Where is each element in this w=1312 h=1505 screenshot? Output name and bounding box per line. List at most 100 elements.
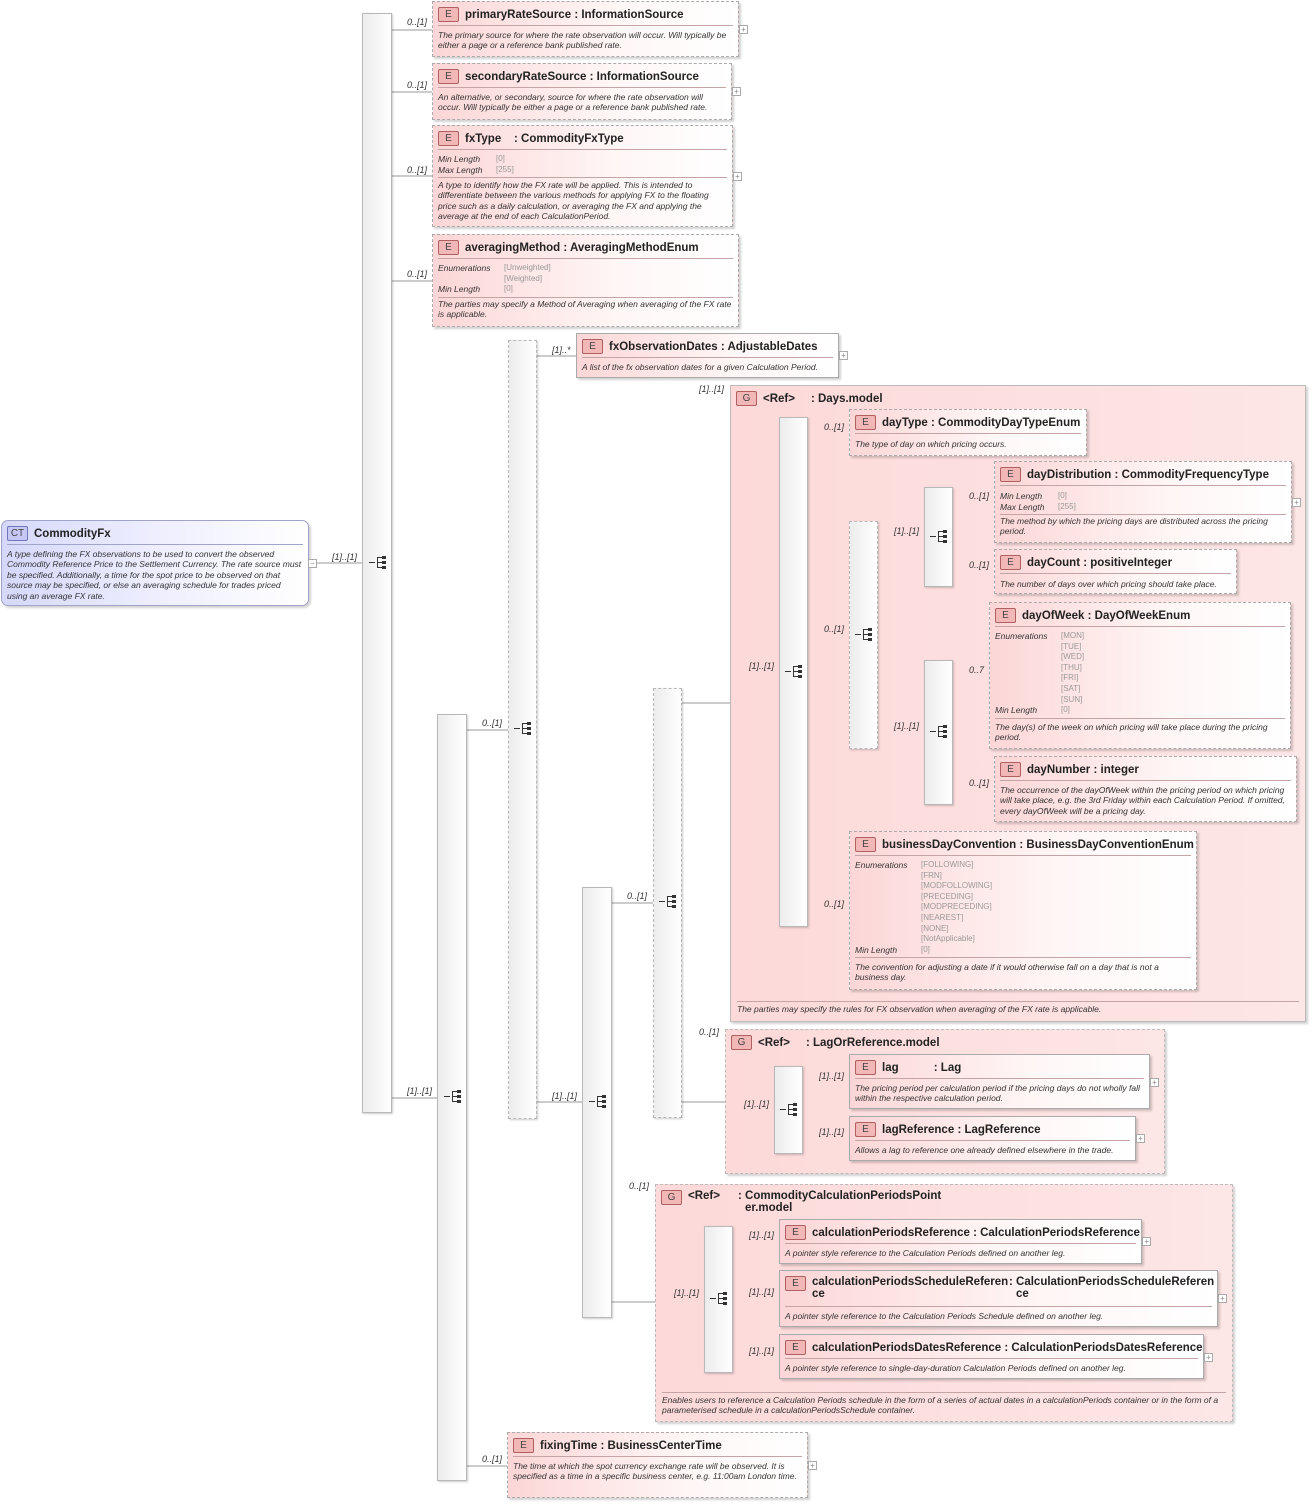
- sequence-icon: [659, 895, 677, 909]
- facet-label: Enumerations: [855, 860, 908, 870]
- enum-value: [PRECEDING]: [921, 891, 974, 901]
- element-type: : InformationSource: [589, 70, 699, 83]
- element-name: averagingMethod: [465, 241, 561, 254]
- facet-label: Min Length: [995, 705, 1038, 716]
- element-badge: E: [438, 69, 459, 84]
- element-badge: E: [1000, 555, 1021, 570]
- element-documentation: A list of the fx observation dates for a…: [582, 362, 818, 372]
- sequence-cardinality: [1]..[1]: [894, 526, 920, 536]
- facet-value: [0]: [1058, 491, 1067, 500]
- element-documentation: The pricing period per calculation perio…: [855, 1083, 1140, 1104]
- element-name: dayNumber: [1027, 763, 1091, 776]
- cardinality: 0..[1]: [407, 269, 428, 279]
- facet-label: Min Length: [438, 284, 481, 295]
- element-badge: E: [995, 608, 1016, 623]
- group-cardinality: 0..[1]: [629, 1181, 650, 1191]
- group-cardinality: 0..[1]: [699, 1027, 720, 1037]
- cardinality: [1]..*: [552, 345, 571, 355]
- element-documentation: The time at which the spot currency exch…: [513, 1461, 797, 1482]
- element-name: fixingTime: [540, 1439, 598, 1452]
- expand-icon[interactable]: +: [733, 172, 742, 181]
- element-type: : positiveInteger: [1083, 556, 1173, 569]
- expand-icon[interactable]: +: [839, 351, 848, 360]
- expand-icon[interactable]: +: [739, 25, 748, 34]
- sequence-cardinality: [1]..[1]: [749, 661, 775, 671]
- element-badge: E: [785, 1340, 806, 1355]
- element-name: dayCount: [1027, 556, 1081, 569]
- cardinality: 0..[1]: [969, 778, 990, 788]
- element-badge: E: [855, 415, 876, 430]
- element-documentation: A type to identify how the FX rate will …: [438, 180, 709, 222]
- collapse-icon[interactable]: −: [308, 559, 317, 568]
- element-type-continued: ce: [1016, 1288, 1029, 1300]
- group-documentation: Enables users to reference a Calculation…: [662, 1392, 1226, 1416]
- cardinality: 0..[1]: [969, 491, 990, 501]
- facets: Min Length[0] Max Length[255]: [438, 154, 727, 179]
- expand-icon[interactable]: +: [1136, 1134, 1145, 1143]
- group-ref: <Ref>: [688, 1190, 720, 1202]
- element-name: dayType: [882, 416, 928, 429]
- expand-icon[interactable]: +: [808, 1461, 817, 1470]
- enum-value: [MODFOLLOWING]: [921, 881, 993, 891]
- cardinality: 0..[1]: [407, 165, 428, 175]
- group-badge: G: [736, 391, 757, 406]
- complex-type-badge: CT: [7, 526, 28, 541]
- cardinality: 0..[1]: [407, 17, 428, 27]
- element-badge: E: [438, 240, 459, 255]
- element-type: : BusinessDayConventionEnum: [1019, 838, 1194, 851]
- sequence-icon: [930, 725, 948, 739]
- element-badge: E: [855, 1122, 876, 1137]
- root-sequence-cardinality: [1]..[1]: [332, 552, 358, 562]
- enum-value: [WED]: [1061, 652, 1085, 662]
- expand-icon[interactable]: +: [1204, 1353, 1213, 1362]
- expand-icon[interactable]: +: [1142, 1237, 1151, 1246]
- expand-icon[interactable]: +: [732, 87, 741, 96]
- cardinality: 0..[1]: [969, 560, 990, 570]
- cardinality: [1]..[1]: [749, 1346, 775, 1356]
- expand-icon[interactable]: +: [1292, 498, 1301, 507]
- type-name: CommodityFx: [34, 527, 111, 540]
- element-badge: E: [582, 339, 603, 354]
- facet-value: [0]: [1061, 705, 1070, 715]
- enum-value: [THU]: [1061, 662, 1082, 672]
- sequence-cardinality: [1]..[1]: [407, 1086, 433, 1096]
- element-type: : BusinessCenterTime: [600, 1439, 722, 1452]
- cardinality: [1]..[1]: [819, 1127, 845, 1137]
- facets: Enumerations[Unweighted][Weighted] Min L…: [438, 263, 733, 298]
- enum-value: [SAT]: [1061, 683, 1081, 693]
- element-badge: E: [1000, 762, 1021, 777]
- expand-icon[interactable]: +: [1218, 1294, 1227, 1303]
- element-name: primaryRateSource: [465, 8, 572, 21]
- sequence-icon: [514, 722, 532, 736]
- cardinality: 0..[1]: [482, 1454, 503, 1464]
- expand-icon[interactable]: +: [1150, 1078, 1159, 1087]
- element-badge: E: [785, 1225, 806, 1240]
- element-name: lagReference: [882, 1123, 955, 1136]
- facet-label: Min Length: [855, 944, 898, 955]
- element-documentation: The occurrence of the dayOfWeek within t…: [1000, 785, 1285, 816]
- element-name-continued: ce: [812, 1288, 825, 1300]
- facet-label: Max Length: [438, 164, 483, 175]
- group-documentation: The parties may specify the rules for FX…: [737, 1001, 1299, 1014]
- element-badge: E: [438, 131, 459, 146]
- group-type: : CommodityCalculationPeriodsPoint: [738, 1190, 942, 1202]
- element-documentation: The parties may specify a Method of Aver…: [438, 299, 732, 320]
